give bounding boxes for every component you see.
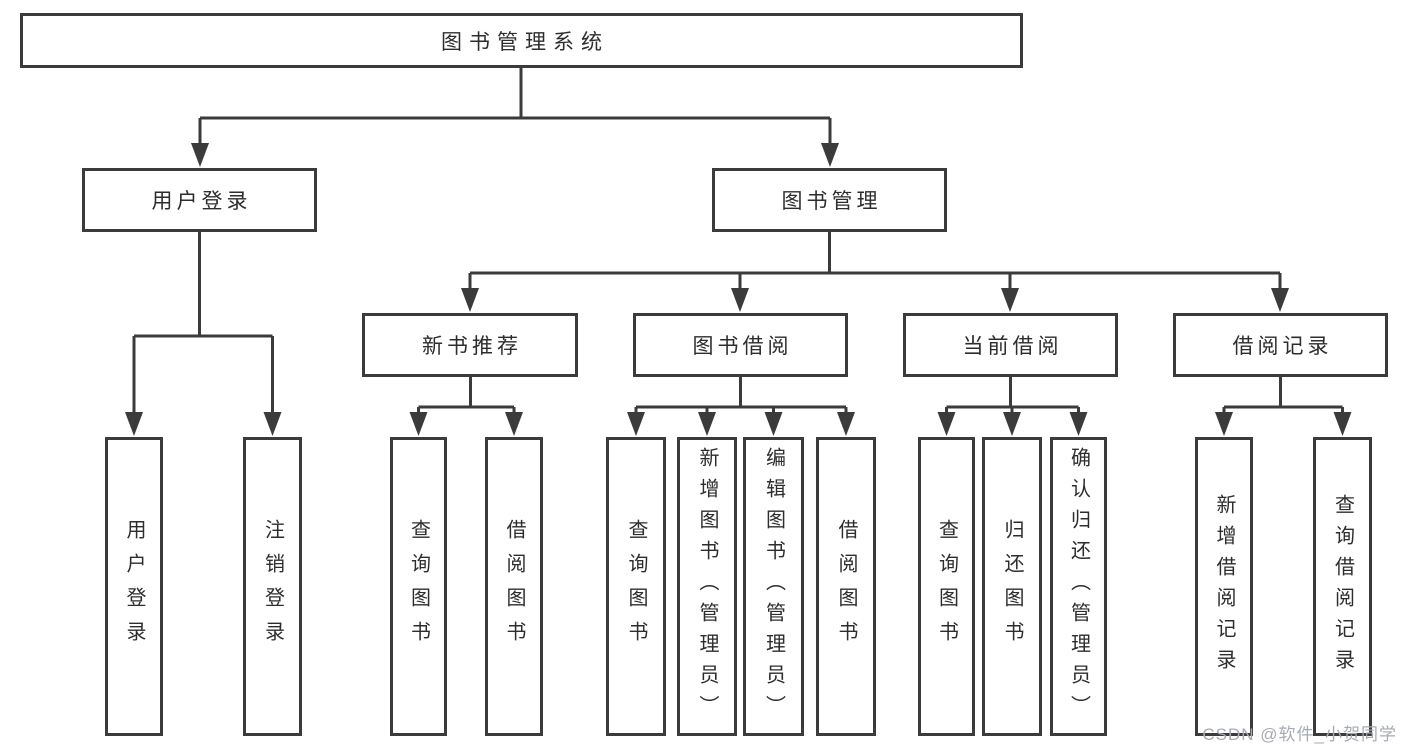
node-label: 借阅记录 bbox=[1232, 335, 1333, 358]
node-label: 图书管理 bbox=[781, 190, 882, 213]
node-label: 新增借阅记录 bbox=[1213, 493, 1235, 680]
node-label: 编辑图书（管理员） bbox=[762, 447, 785, 726]
node-label: 用户登录 bbox=[123, 518, 145, 655]
node-label: 图书管理系统 bbox=[441, 30, 609, 54]
node-label: 查询图书 bbox=[935, 518, 958, 655]
leaf-search-books-recommend: 查询图书 bbox=[390, 437, 447, 736]
node-label: 查询图书 bbox=[407, 518, 430, 655]
node-label: 借阅图书 bbox=[835, 518, 857, 655]
leaf-confirm-return-admin: 确认归还（管理员） bbox=[1050, 437, 1107, 736]
node-label: 查询图书 bbox=[625, 518, 647, 655]
leaf-user-login: 用户登录 bbox=[105, 437, 163, 736]
node-label: 归还图书 bbox=[1001, 518, 1023, 655]
node-new-book-recommendation: 新书推荐 bbox=[362, 313, 578, 377]
node-book-management: 图书管理 bbox=[712, 168, 947, 232]
node-user-login: 用户登录 bbox=[82, 168, 317, 232]
node-label: 借阅图书 bbox=[503, 518, 525, 655]
leaf-edit-books-admin: 编辑图书（管理员） bbox=[743, 437, 804, 736]
node-label: 确认归还（管理员） bbox=[1067, 447, 1090, 726]
leaf-search-books-current: 查询图书 bbox=[918, 437, 975, 736]
node-label: 新增图书（管理员） bbox=[696, 447, 718, 726]
node-library-management-system: 图书管理系统 bbox=[20, 13, 1023, 68]
leaf-add-books-admin: 新增图书（管理员） bbox=[677, 437, 737, 736]
leaf-logout: 注销登录 bbox=[243, 437, 302, 736]
leaf-return-books: 归还图书 bbox=[982, 437, 1042, 736]
leaf-borrow-books-recommend: 借阅图书 bbox=[485, 437, 543, 736]
node-current-borrowing: 当前借阅 bbox=[903, 313, 1118, 377]
node-book-borrowing: 图书借阅 bbox=[633, 313, 848, 377]
node-label: 新书推荐 bbox=[422, 335, 522, 358]
watermark: CSDN @软件_小贺同学 bbox=[1202, 725, 1397, 744]
node-label: 查询借阅记录 bbox=[1331, 493, 1354, 680]
node-label: 注销登录 bbox=[261, 518, 284, 655]
leaf-search-borrow-record: 查询借阅记录 bbox=[1313, 437, 1372, 736]
node-label: 图书借阅 bbox=[692, 335, 793, 358]
node-borrowing-records: 借阅记录 bbox=[1173, 313, 1388, 377]
node-label: 当前借阅 bbox=[962, 335, 1063, 358]
node-label: 用户登录 bbox=[151, 190, 252, 213]
leaf-add-borrow-record: 新增借阅记录 bbox=[1195, 437, 1253, 736]
leaf-search-books-borrowing: 查询图书 bbox=[606, 437, 666, 736]
leaf-borrow-books: 借阅图书 bbox=[816, 437, 876, 736]
